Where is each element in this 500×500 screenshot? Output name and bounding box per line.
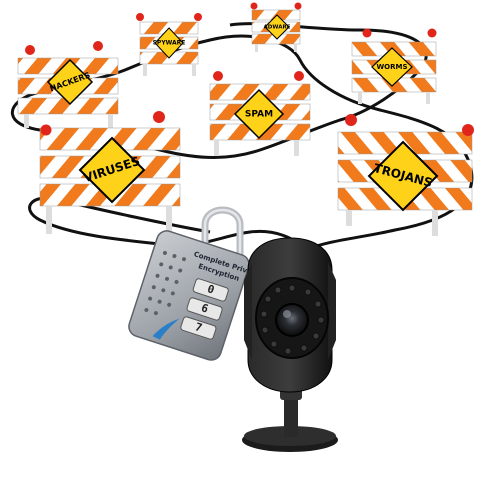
barricade-spyware: SPYWARE (136, 13, 202, 76)
warning-light-icon (462, 124, 474, 136)
dial-digit-2: 6 (200, 301, 211, 316)
dial-digit-3: 7 (193, 320, 203, 334)
combination-padlock-icon: Complete Privacy Encryption 0 6 7 (128, 206, 261, 361)
barricade-trojans: TROJANS (337, 114, 474, 236)
barricade-adware: ADWARE (250, 2, 302, 52)
warning-light-icon (362, 28, 372, 38)
warning-light-icon (40, 124, 52, 136)
warning-light-icon (153, 111, 165, 123)
warning-light-icon (250, 2, 258, 10)
sign-label-spam: SPAM (245, 110, 273, 120)
barricade-worms: WORMS (351, 28, 437, 104)
camera-lens (275, 303, 309, 337)
barricade-hackers: HACKERS (17, 41, 119, 128)
logo-swoosh-icon (152, 318, 180, 340)
warning-light-icon (427, 28, 437, 38)
barricade-spam: SPAM (209, 71, 311, 156)
ir-led-ring (260, 284, 325, 355)
warning-light-icon (25, 45, 35, 55)
combination-dials: 0 6 7 (180, 278, 229, 340)
warning-light-icon (294, 71, 304, 81)
barricade-viruses: VIRUSES (39, 111, 181, 234)
warning-light-icon (194, 13, 202, 21)
dial-digit-1: 0 (206, 282, 216, 296)
sign-label-spyware: SPYWARE (153, 40, 186, 47)
warning-light-icon (294, 2, 302, 10)
warning-light-icon (93, 41, 103, 51)
warning-light-icon (213, 71, 223, 81)
sign-label-worms: WORMS (376, 63, 407, 71)
warning-light-icon (345, 114, 357, 126)
warning-light-icon (136, 13, 144, 21)
sign-label-adware: ADWARE (264, 25, 291, 31)
security-camera-icon (242, 237, 338, 452)
cable-lower (28, 196, 307, 252)
